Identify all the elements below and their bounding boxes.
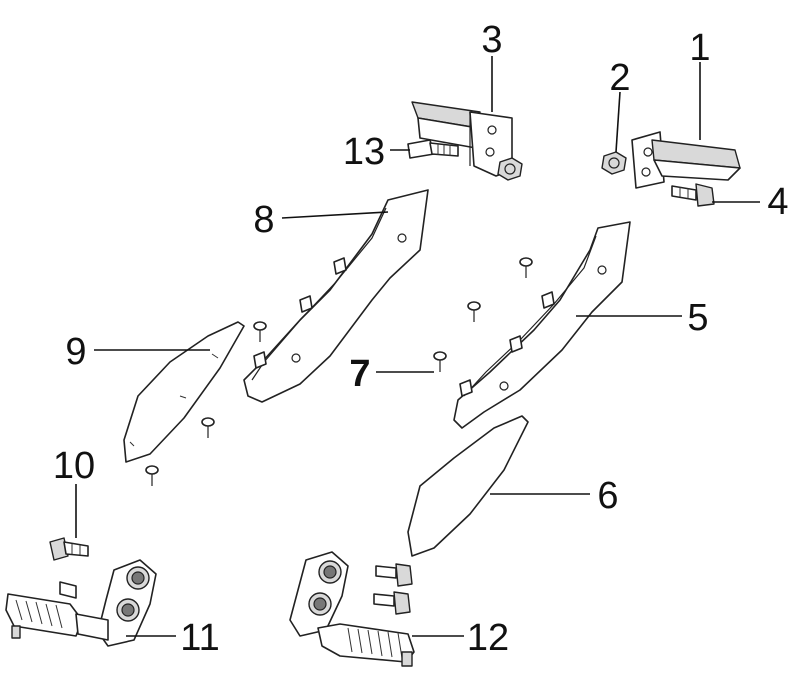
screw-a [519,257,533,278]
callout-labels: 1 2 3 4 5 6 7 8 9 10 11 12 13 [53,19,789,659]
callout-12: 12 [467,617,509,659]
part-4-bolt [671,183,715,207]
part-11-left-footpeg [5,559,157,647]
part-8-left-side-panel [243,189,429,403]
screw-part-7 [433,351,447,372]
callout-10: 10 [53,445,95,487]
screws [145,257,533,486]
part-9-trim-panel [123,321,245,463]
screw-e [145,465,159,486]
callout-5: 5 [687,297,708,339]
leader-lines [75,56,760,637]
callout-4: 4 [767,181,788,223]
screw-d [201,417,215,438]
bolts-near-part-12 [373,563,413,615]
nut-part-3 [497,157,523,181]
part-12-right-footpeg [289,551,415,667]
part-13-bolt [407,139,459,159]
part-10-bolt [49,537,89,561]
callout-11: 11 [180,617,219,659]
part-5-right-side-panel [453,221,631,429]
part-1-front-footpeg-bracket [631,131,741,189]
callout-8: 8 [253,199,274,241]
callout-2: 2 [609,57,630,99]
screw-c [253,321,267,342]
callout-1: 1 [689,27,710,69]
callout-6: 6 [597,475,618,517]
bolt-upper [375,563,413,587]
part-6-panel [407,415,529,557]
screw-b [467,301,481,322]
part-2-nut [601,151,627,175]
bolt-lower [373,591,411,615]
callout-9: 9 [65,331,86,373]
callout-13: 13 [343,131,385,173]
part-3-rear-footpeg-bracket [411,101,513,177]
callout-3: 3 [481,19,502,61]
callout-7: 7 [349,353,370,395]
